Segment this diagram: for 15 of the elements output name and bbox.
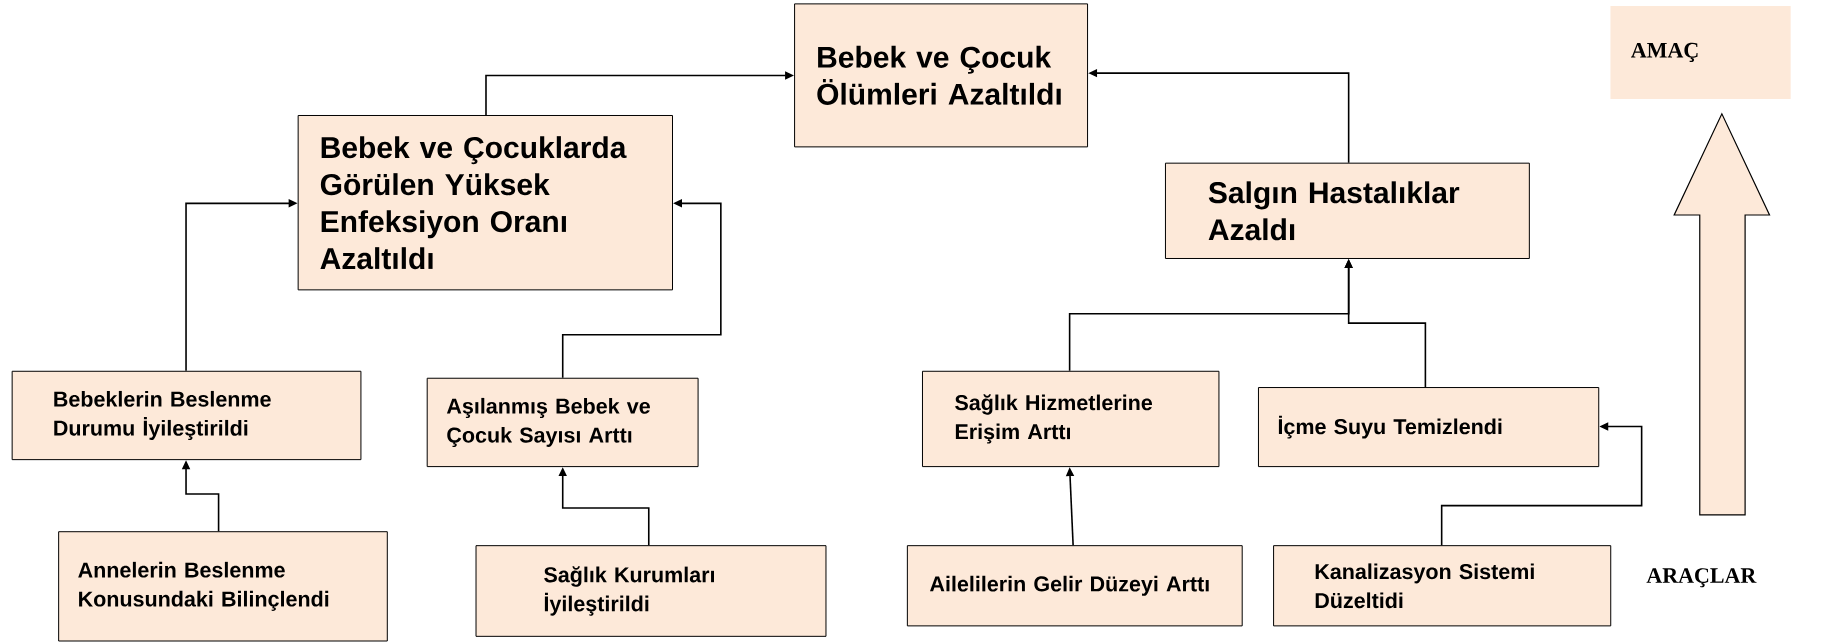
- arrow: [561, 199, 722, 379]
- arrow: [1440, 422, 1643, 546]
- output-box: İçme Suyu Temizlendi: [1257, 387, 1600, 468]
- side-label: ARAÇLAR: [1646, 568, 1757, 588]
- output-box: Sağlık Kurumları İyileştirildi: [475, 545, 827, 637]
- output-box: Bebeklerin Beslenme Durumu İyileştirildi: [11, 370, 362, 461]
- output-box: Kanalizasyon Sistemi Düzeltidi: [1273, 545, 1612, 627]
- outcome-box: Salgın Hastalıklar Azaldı: [1164, 162, 1530, 259]
- output-box: Sağlık Hizmetlerine Erişim Arttı: [921, 370, 1220, 468]
- goal-box: AMAÇ: [1610, 5, 1791, 99]
- outcome-box: Bebek ve Çocuklarda Görülen Yüksek Enfeksiyon Oranı Azaltıldı: [297, 115, 673, 291]
- output-box: Aşılanmış Bebek ve Çocuk Sayısı Arttı: [426, 377, 699, 468]
- outcome-box: Bebek ve Çocuk Ölümleri Azaltıldı: [794, 3, 1089, 148]
- output-box: Ailelilerin Gelir Düzeyi Arttı: [906, 545, 1243, 627]
- output-box: Annelerin Beslenme Konusundaki Bilinçlendi: [58, 531, 388, 642]
